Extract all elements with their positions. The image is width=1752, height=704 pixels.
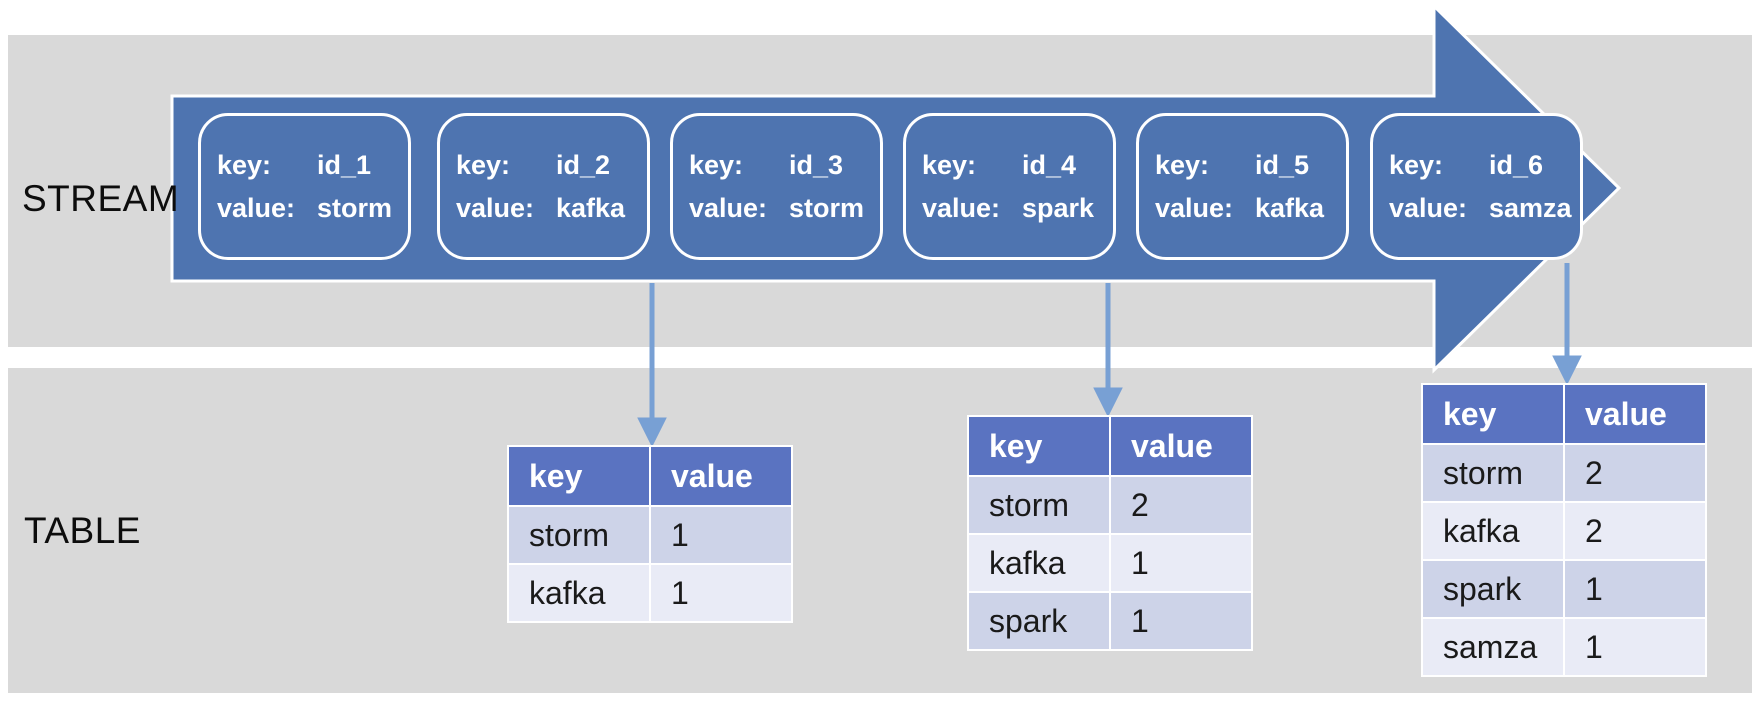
record-key-row: key: id_2 — [456, 150, 647, 181]
column-header-key: key — [969, 417, 1109, 475]
key-field-value: id_5 — [1255, 149, 1310, 180]
key-field-value: id_4 — [1022, 149, 1077, 180]
key-field-label: key: — [217, 149, 272, 180]
key-field-label: key: — [689, 149, 744, 180]
table-row: storm 2 — [969, 477, 1251, 533]
record-key-row: key: id_6 — [1389, 150, 1580, 181]
column-header-key: key — [1423, 385, 1563, 443]
table-row: kafka 1 — [969, 535, 1251, 591]
table-row: spark 1 — [969, 593, 1251, 649]
table-cell-key: kafka — [969, 535, 1109, 591]
table-cell-value: 1 — [651, 507, 791, 563]
table-cell-key: samza — [1423, 619, 1563, 675]
table-cell-value: 1 — [1565, 561, 1705, 617]
record-value-row: value: samza — [1389, 193, 1580, 224]
stream-record-2: key: id_2 value: kafka — [437, 113, 650, 260]
table-cell-value: 1 — [1565, 619, 1705, 675]
record-key-row: key: id_1 — [217, 150, 408, 181]
key-field-value: id_1 — [317, 149, 372, 180]
record-key-row: key: id_4 — [922, 150, 1113, 181]
table-cell-key: storm — [1423, 445, 1563, 501]
table-cell-value: 2 — [1565, 503, 1705, 559]
value-field-value: kafka — [556, 192, 626, 223]
table-cell-key: kafka — [1423, 503, 1563, 559]
stream-record-5: key: id_5 value: kafka — [1136, 113, 1349, 260]
value-field-label: value: — [689, 192, 768, 223]
stream-zone-label: STREAM — [22, 178, 180, 219]
column-header-value: value — [1565, 385, 1705, 443]
table-row: storm 2 — [1423, 445, 1705, 501]
value-field-value: spark — [1022, 192, 1095, 223]
value-field-label: value: — [1389, 192, 1468, 223]
record-key-row: key: id_5 — [1155, 150, 1346, 181]
record-value-row: value: kafka — [456, 193, 647, 224]
record-key-row: key: id_3 — [689, 150, 880, 181]
value-field-label: value: — [1155, 192, 1234, 223]
column-header-key: key — [509, 447, 649, 505]
table-cell-key: storm — [509, 507, 649, 563]
column-header-value: value — [651, 447, 791, 505]
stream-record-3: key: id_3 value: storm — [670, 113, 883, 260]
table-cell-key: spark — [969, 593, 1109, 649]
value-field-label: value: — [456, 192, 535, 223]
table-header-row: key value — [1423, 385, 1705, 443]
table-cell-key: kafka — [509, 565, 649, 621]
value-field-label: value: — [217, 192, 296, 223]
table-cell-key: storm — [969, 477, 1109, 533]
table-cell-value: 1 — [1111, 535, 1251, 591]
value-field-value: kafka — [1255, 192, 1325, 223]
key-field-label: key: — [456, 149, 511, 180]
key-field-value: id_2 — [556, 149, 611, 180]
stream-record-4: key: id_4 value: spark — [903, 113, 1116, 260]
stream-record-6: key: id_6 value: samza — [1370, 113, 1583, 260]
table-header-row: key value — [509, 447, 791, 505]
record-value-row: value: storm — [217, 193, 408, 224]
value-field-value: samza — [1489, 192, 1572, 223]
key-field-label: key: — [922, 149, 977, 180]
column-header-value: value — [1111, 417, 1251, 475]
table-row: spark 1 — [1423, 561, 1705, 617]
value-field-value: storm — [317, 192, 393, 223]
value-field-value: storm — [789, 192, 865, 223]
table-row: samza 1 — [1423, 619, 1705, 675]
key-field-value: id_3 — [789, 149, 844, 180]
stream-record-1: key: id_1 value: storm — [198, 113, 411, 260]
record-value-row: value: spark — [922, 193, 1113, 224]
table-row: storm 1 — [509, 507, 791, 563]
table-row: kafka 1 — [509, 565, 791, 621]
table-header-row: key value — [969, 417, 1251, 475]
table-cell-value: 2 — [1111, 477, 1251, 533]
key-field-label: key: — [1155, 149, 1210, 180]
key-field-label: key: — [1389, 149, 1444, 180]
record-value-row: value: kafka — [1155, 193, 1346, 224]
value-field-label: value: — [922, 192, 1001, 223]
table-cell-key: spark — [1423, 561, 1563, 617]
table-snapshot-3: key value storm 2 kafka 2 spark 1 samza … — [1421, 383, 1707, 677]
table-row: kafka 2 — [1423, 503, 1705, 559]
table-snapshot-2: key value storm 2 kafka 1 spark 1 — [967, 415, 1253, 651]
table-cell-value: 1 — [1111, 593, 1251, 649]
table-cell-value: 2 — [1565, 445, 1705, 501]
record-value-row: value: storm — [689, 193, 880, 224]
table-cell-value: 1 — [651, 565, 791, 621]
key-field-value: id_6 — [1489, 149, 1544, 180]
table-zone-label: TABLE — [24, 510, 141, 551]
table-snapshot-1: key value storm 1 kafka 1 — [507, 445, 793, 623]
